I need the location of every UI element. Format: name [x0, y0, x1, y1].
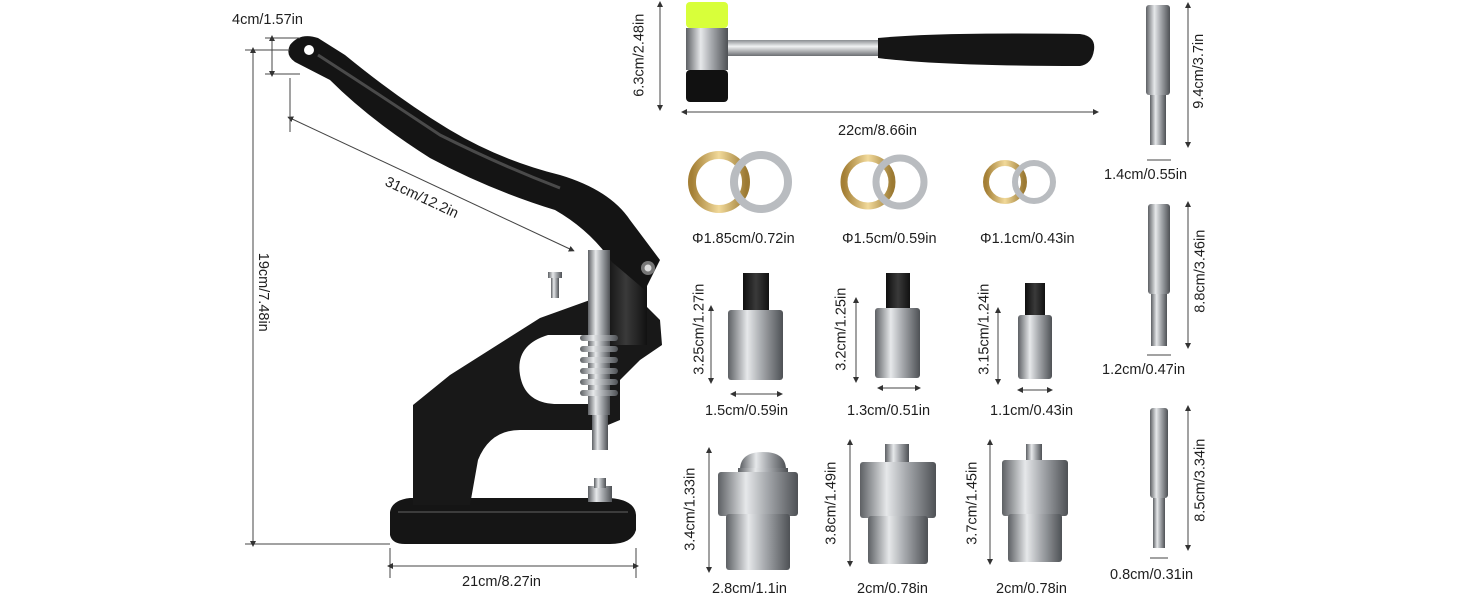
punch-2-diameter-label: 1.2cm/0.47in: [1102, 362, 1186, 378]
hammer-height-label: 6.3cm/2.48in: [631, 13, 648, 97]
hammer-dimension-lines: [657, 0, 1099, 115]
press-height-label: 19cm/7.48in: [254, 252, 271, 332]
lower-die-2-width-label: 2cm/0.78in: [857, 581, 928, 597]
ring-3-diameter-label: Φ1.1cm/0.43in: [980, 231, 1075, 247]
grommet-press: [288, 36, 662, 544]
hole-punches: [1146, 5, 1170, 548]
punch-3-length-label: 8.5cm/3.34in: [1192, 438, 1209, 522]
upper-die-2-height-label: 3.2cm/1.25in: [833, 287, 850, 371]
lower-dies: [718, 444, 1068, 570]
upper-die-3-width-label: 1.1cm/0.43in: [990, 403, 1074, 419]
hammer-length-label: 22cm/8.66in: [838, 123, 917, 139]
lower-die-2-height-label: 3.8cm/1.49in: [823, 461, 840, 545]
punch-1-length-label: 9.4cm/3.7in: [1191, 33, 1208, 109]
ring-2-diameter-label: Φ1.5cm/0.59in: [842, 231, 937, 247]
press-top-gap-label: 4cm/1.57in: [232, 12, 303, 28]
hammer: [686, 2, 1095, 102]
upper-die-3-height-label: 3.15cm/1.24in: [976, 283, 993, 375]
lower-die-1-width-label: 2.8cm/1.1in: [712, 581, 787, 597]
punch-3-diameter-label: 0.8cm/0.31in: [1110, 567, 1194, 583]
lower-die-3-height-label: 3.7cm/1.45in: [964, 461, 981, 545]
grommet-rings: [688, 151, 1056, 213]
upper-dies: [728, 273, 1052, 380]
punch-1-diameter-label: 1.4cm/0.55in: [1104, 167, 1188, 183]
lower-die-1-height-label: 3.4cm/1.33in: [682, 467, 699, 551]
lower-die-3-width-label: 2cm/0.78in: [996, 581, 1067, 597]
punch-2-length-label: 8.8cm/3.46in: [1192, 229, 1209, 313]
ring-1-diameter-label: Φ1.85cm/0.72in: [692, 231, 795, 247]
punch-dimension-lines: [1147, 1, 1191, 559]
press-base-width-label: 21cm/8.27in: [462, 574, 541, 590]
press-dimension-lines: [245, 35, 639, 578]
upper-die-dimension-lines: [708, 297, 1053, 397]
upper-die-1-height-label: 3.25cm/1.27in: [691, 283, 708, 375]
upper-die-1-width-label: 1.5cm/0.59in: [705, 403, 789, 419]
upper-die-2-width-label: 1.3cm/0.51in: [847, 403, 931, 419]
lower-die-dimension-lines: [706, 439, 993, 573]
